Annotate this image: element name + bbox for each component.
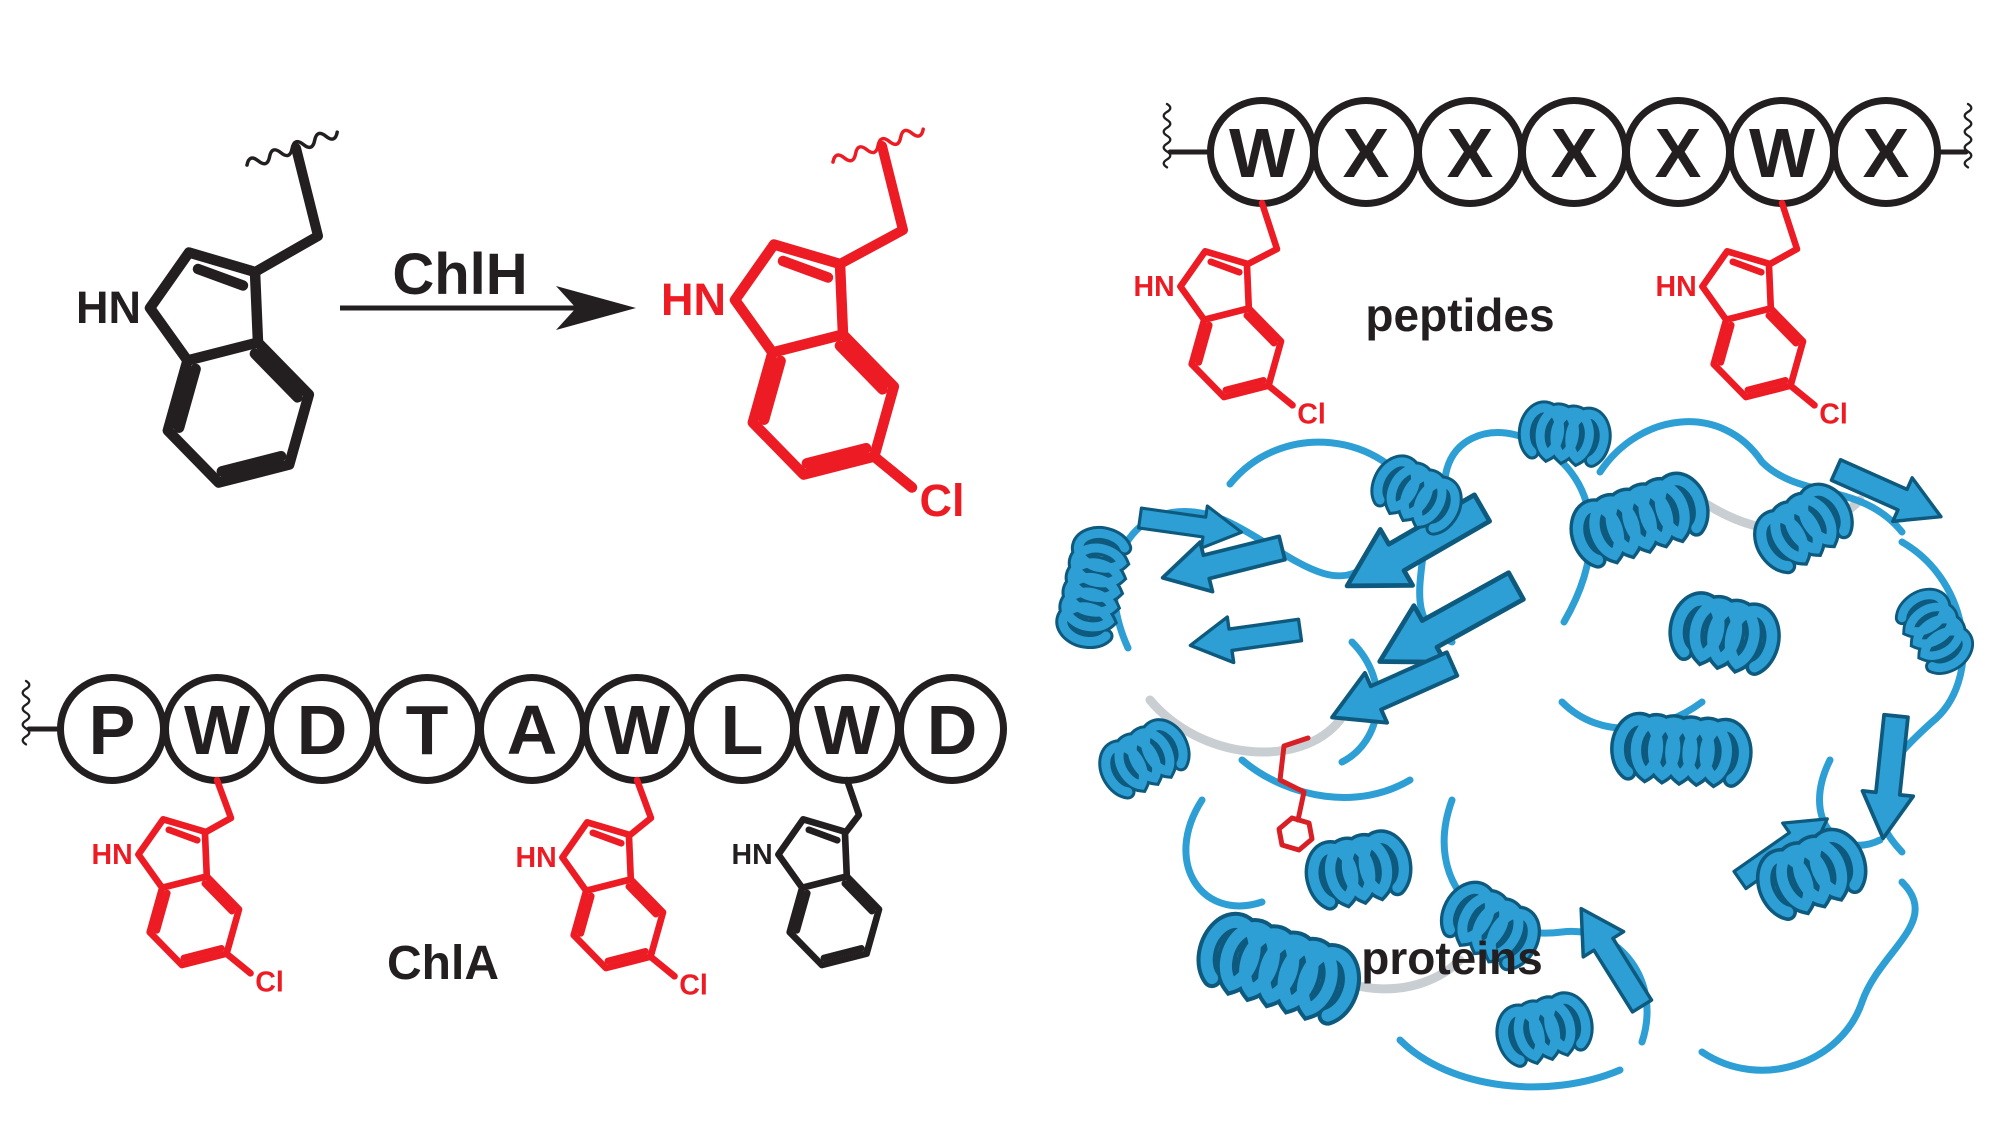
- residue-letter-4: T: [406, 691, 449, 769]
- ligand-bonds: [1277, 735, 1311, 823]
- beta-strand-arrow: [1855, 711, 1924, 843]
- wavy-cap-icon: [21, 679, 31, 746]
- residue-circle-9: [897, 674, 1007, 784]
- residue-letter-9: D: [927, 691, 978, 769]
- loop-ribbon: [1182, 796, 1266, 910]
- residue-letter-3: D: [297, 691, 348, 769]
- alpha-helix: [1571, 475, 1706, 564]
- alpha-helix: [1897, 587, 1973, 674]
- wavy-truncation-icon: [243, 125, 341, 172]
- reaction-scheme: ChlH: [76, 122, 965, 527]
- residue-letter-3: X: [1447, 114, 1494, 192]
- sidechain-bond: [835, 141, 908, 269]
- residue-letter-6: W: [604, 691, 670, 769]
- residue-letter-6: W: [1749, 114, 1815, 192]
- sidechain-bond: [202, 776, 235, 836]
- residue-letter-1: P: [89, 691, 136, 769]
- chloroindole-ring-system: [1656, 251, 1848, 430]
- sidechain-bond: [1244, 199, 1281, 268]
- indole-ring-system: [76, 253, 309, 483]
- residue-letter-4: X: [1551, 114, 1598, 192]
- chloro-trp-sidechain-1: [92, 776, 284, 998]
- residue-letter-2: X: [1343, 114, 1390, 192]
- chloroindole-ring-system: [661, 245, 965, 527]
- loop-ribbon: [1596, 418, 1906, 536]
- residue-letter-5: A: [507, 691, 558, 769]
- sidechain-bond: [626, 776, 655, 839]
- alpha-helix: [1059, 529, 1126, 645]
- wavy-truncation-icon: [829, 122, 927, 169]
- beta-strand-arrow: [1135, 495, 1247, 555]
- peptide-chain: W X X X X W X peptides: [1134, 97, 1973, 431]
- residue-letter-7: L: [721, 691, 764, 769]
- residue-letter-5: X: [1655, 114, 1702, 192]
- enzyme-label: ChlH: [392, 242, 527, 307]
- loop-ribbon: [1238, 756, 1414, 801]
- alpha-helix: [1498, 995, 1590, 1063]
- chla-chain: P W D T A W L W D ChlA: [21, 674, 1007, 1002]
- alpha-helix: [1673, 596, 1777, 669]
- ribbon-back: [1145, 695, 1345, 757]
- alpha-helix: [1200, 916, 1359, 1020]
- proteins-caption: proteins: [1361, 932, 1542, 984]
- alpha-helix: [1308, 834, 1408, 904]
- wavy-cap-icon: [1162, 102, 1172, 169]
- alpha-helix: [1098, 719, 1189, 796]
- chloro-trp-sidechain-2: [1656, 199, 1848, 430]
- chloroindole-ring-system: [1134, 251, 1326, 430]
- sidechain-bond: [842, 776, 863, 836]
- ligand-stick: [1276, 735, 1315, 853]
- product-structure: [661, 122, 965, 527]
- alpha-helix: [1753, 483, 1853, 572]
- ligand-ring: [1276, 815, 1315, 853]
- wavy-cap-icon: [1963, 102, 1973, 169]
- residue-letter-1: W: [1229, 114, 1295, 192]
- sidechain-bond: [1766, 199, 1801, 268]
- residue-letter-7: X: [1863, 114, 1910, 192]
- plain-trp-sidechain: [732, 776, 879, 965]
- loop-ribbon: [1396, 1036, 1624, 1091]
- indole-ring-system: [732, 819, 879, 965]
- residue-letter-2: W: [184, 691, 250, 769]
- chloro-trp-sidechain-1: [1134, 199, 1326, 430]
- loop-ribbon: [1698, 878, 1919, 1074]
- chloroindole-ring-system: [92, 819, 284, 998]
- alpha-helix: [1523, 406, 1608, 462]
- chloro-trp-sidechain-2: [516, 776, 708, 1001]
- chloroindole-ring-system: [516, 822, 708, 1001]
- sidechain-bond: [250, 143, 323, 277]
- substrate-structure: [76, 125, 341, 483]
- alpha-helix: [1617, 719, 1746, 780]
- residue-letter-8: W: [814, 691, 880, 769]
- peptides-caption: peptides: [1365, 289, 1554, 341]
- chla-caption: ChlA: [387, 937, 499, 990]
- beta-strand-arrow: [1185, 605, 1305, 670]
- protein-ribbon-cartoon: proteins: [1059, 406, 1973, 1091]
- reaction-arrow-head: [556, 286, 636, 330]
